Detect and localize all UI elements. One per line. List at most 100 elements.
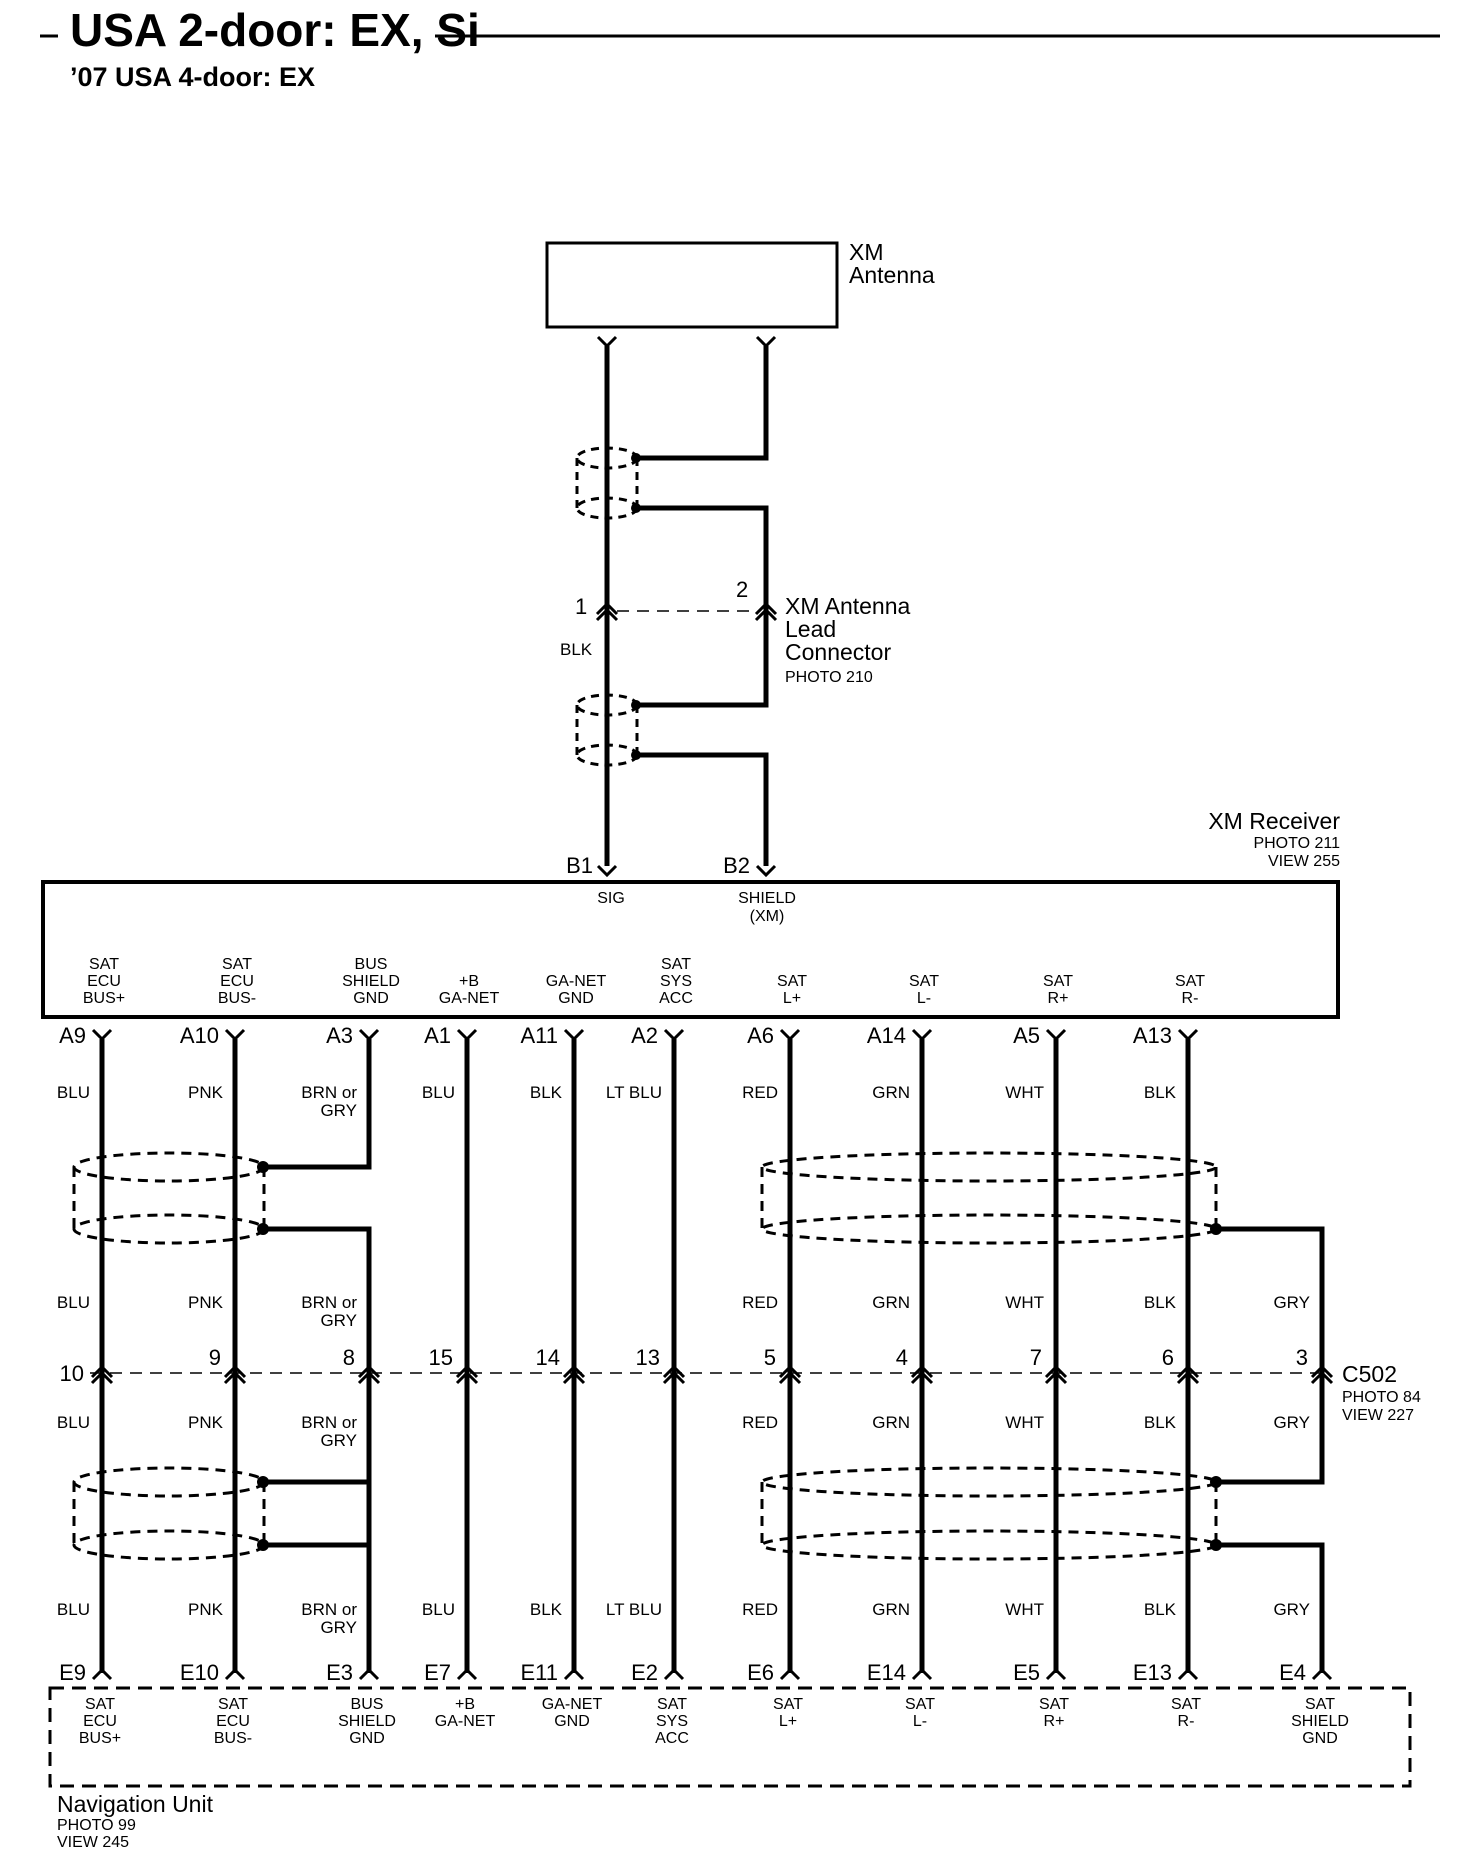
lead-connector-name-2: Lead (785, 616, 836, 642)
receiver-signal-label: BUS+ (83, 990, 125, 1007)
receiver-pin-number: A13 (1133, 1023, 1172, 1048)
receiver-pin-b2: B2 (723, 853, 750, 878)
nav-pin-terminal (911, 1667, 933, 1681)
wire-color-label: BLK (1144, 1083, 1177, 1102)
wire-color-label: GRY (1273, 1600, 1310, 1619)
lead-connector-name-3: Connector (785, 639, 891, 665)
c502-pin-symbol (357, 1364, 381, 1385)
wire-color-label: RED (742, 1413, 778, 1432)
receiver-signal-label: SAT (661, 956, 691, 973)
wire-color-label: WHT (1005, 1600, 1044, 1619)
nav-signal-label: GA-NET (542, 1696, 603, 1713)
receiver-signal-label: R+ (1048, 990, 1069, 1007)
receiver-pin-terminal (663, 1028, 685, 1042)
receiver-pin-number: A3 (326, 1023, 353, 1048)
nav-signal-label: SHIELD (1291, 1713, 1349, 1730)
nav-signal-label: SAT (773, 1696, 803, 1713)
navigation-unit-view: VIEW 245 (57, 1834, 129, 1850)
lead-connector-pin-1-symbol (595, 601, 619, 622)
wire-color-label: PNK (188, 1293, 224, 1312)
c502-pin-symbol (662, 1364, 686, 1385)
nav-signal-label: SAT (1305, 1696, 1335, 1713)
receiver-pin-terminal (91, 1028, 113, 1042)
wire-color-label: GRY (320, 1311, 357, 1330)
page-subtitle: ’07 USA 4-door: EX (70, 62, 315, 92)
wire-color-label: BLU (422, 1083, 455, 1102)
nav-pin-number: E5 (1013, 1660, 1040, 1685)
receiver-signal-label: GA-NET (546, 973, 607, 990)
xm-receiver-box (41, 880, 1340, 1019)
receiver-signal-shield-1: SHIELD (738, 890, 796, 907)
receiver-signal-label: ECU (87, 973, 121, 990)
nav-pin-number: E7 (424, 1660, 451, 1685)
nav-unit-pins: E9SATECUBUS+E10SATECUBUS-E3BUSSHIELDGNDE… (59, 1660, 1349, 1747)
c502-pin-number: 5 (764, 1345, 776, 1370)
receiver-pin-b2-terminal (755, 864, 777, 878)
receiver-signal-label: SAT (1043, 973, 1073, 990)
navigation-unit-photo: PHOTO 99 (57, 1817, 136, 1834)
wire-color-label: WHT (1005, 1293, 1044, 1312)
wire-color-label: GRN (872, 1600, 910, 1619)
wire-color-label: WHT (1005, 1083, 1044, 1102)
receiver-signal-label: SYS (660, 973, 692, 990)
cable-shields (72, 1151, 1222, 1561)
receiver-signal-label: +B (459, 973, 479, 990)
nav-pin-number: E4 (1279, 1660, 1306, 1685)
wire-color-label: BLU (422, 1600, 455, 1619)
c502-pin-number: 14 (536, 1345, 560, 1370)
c502-pin-symbol (223, 1364, 247, 1385)
receiver-pin-terminal (563, 1028, 585, 1042)
xm-receiver-view: VIEW 255 (1268, 853, 1340, 870)
receiver-signal-label: SAT (89, 956, 119, 973)
nav-pin-terminal (563, 1667, 585, 1681)
shield-splice-point (1210, 1223, 1222, 1235)
wire-color-label: BRN or (301, 1600, 357, 1619)
nav-signal-label: SAT (1171, 1696, 1201, 1713)
receiver-signal-label: SAT (777, 973, 807, 990)
antenna-shield-splice (631, 453, 641, 463)
receiver-pin-terminal (779, 1028, 801, 1042)
wire-color-label: BLK (1144, 1600, 1177, 1619)
receiver-pin-terminal (224, 1028, 246, 1042)
page-title: USA 2-door: EX, Si (70, 4, 480, 56)
c502-pin-symbol (910, 1364, 934, 1385)
nav-signal-label: GND (554, 1713, 590, 1730)
wire-bus-shield-gnd-lower (263, 1542, 372, 1673)
wire-color-label: BRN or (301, 1413, 357, 1432)
shield-splice-point (257, 1539, 269, 1551)
c502-pin-number: 3 (1296, 1345, 1308, 1370)
receiver-signal-label: L+ (783, 990, 801, 1007)
wire-color-label: GRY (320, 1431, 357, 1450)
nav-pin-number: E9 (59, 1660, 86, 1685)
wire-color-label: GRY (1273, 1293, 1310, 1312)
wire-color-label: LT BLU (606, 1600, 662, 1619)
nav-signal-label: SAT (905, 1696, 935, 1713)
receiver-signal-label: SAT (1175, 973, 1205, 990)
c502-pin-symbol (90, 1364, 114, 1385)
nav-pin-terminal (1177, 1667, 1199, 1681)
antenna-terminal-left (596, 335, 618, 349)
nav-signal-label: L+ (779, 1713, 797, 1730)
audio-cable-shield-lower (760, 1466, 1218, 1561)
receiver-pin-terminal (456, 1028, 478, 1042)
receiver-signal-label: SHIELD (342, 973, 400, 990)
c502-pin-symbol (1310, 1364, 1334, 1385)
wire-color-label: BLU (57, 1293, 90, 1312)
c502-name: C502 (1342, 1361, 1397, 1387)
nav-pin-number: E6 (747, 1660, 774, 1685)
nav-pin-number: E13 (1133, 1660, 1172, 1685)
wire-color-label: RED (742, 1083, 778, 1102)
c502-pin-symbol (778, 1364, 802, 1385)
xm-shield-wire-upper (636, 346, 769, 461)
shield-splice-point (257, 1476, 269, 1488)
lead-connector-wire-color: BLK (560, 640, 593, 659)
receiver-pin-terminal (911, 1028, 933, 1042)
receiver-signal-label: ACC (659, 990, 693, 1007)
c502-pin-number: 9 (209, 1345, 221, 1370)
nav-signal-label: SAT (657, 1696, 687, 1713)
receiver-signal-label: BUS- (218, 990, 256, 1007)
receiver-signal-label: SAT (909, 973, 939, 990)
